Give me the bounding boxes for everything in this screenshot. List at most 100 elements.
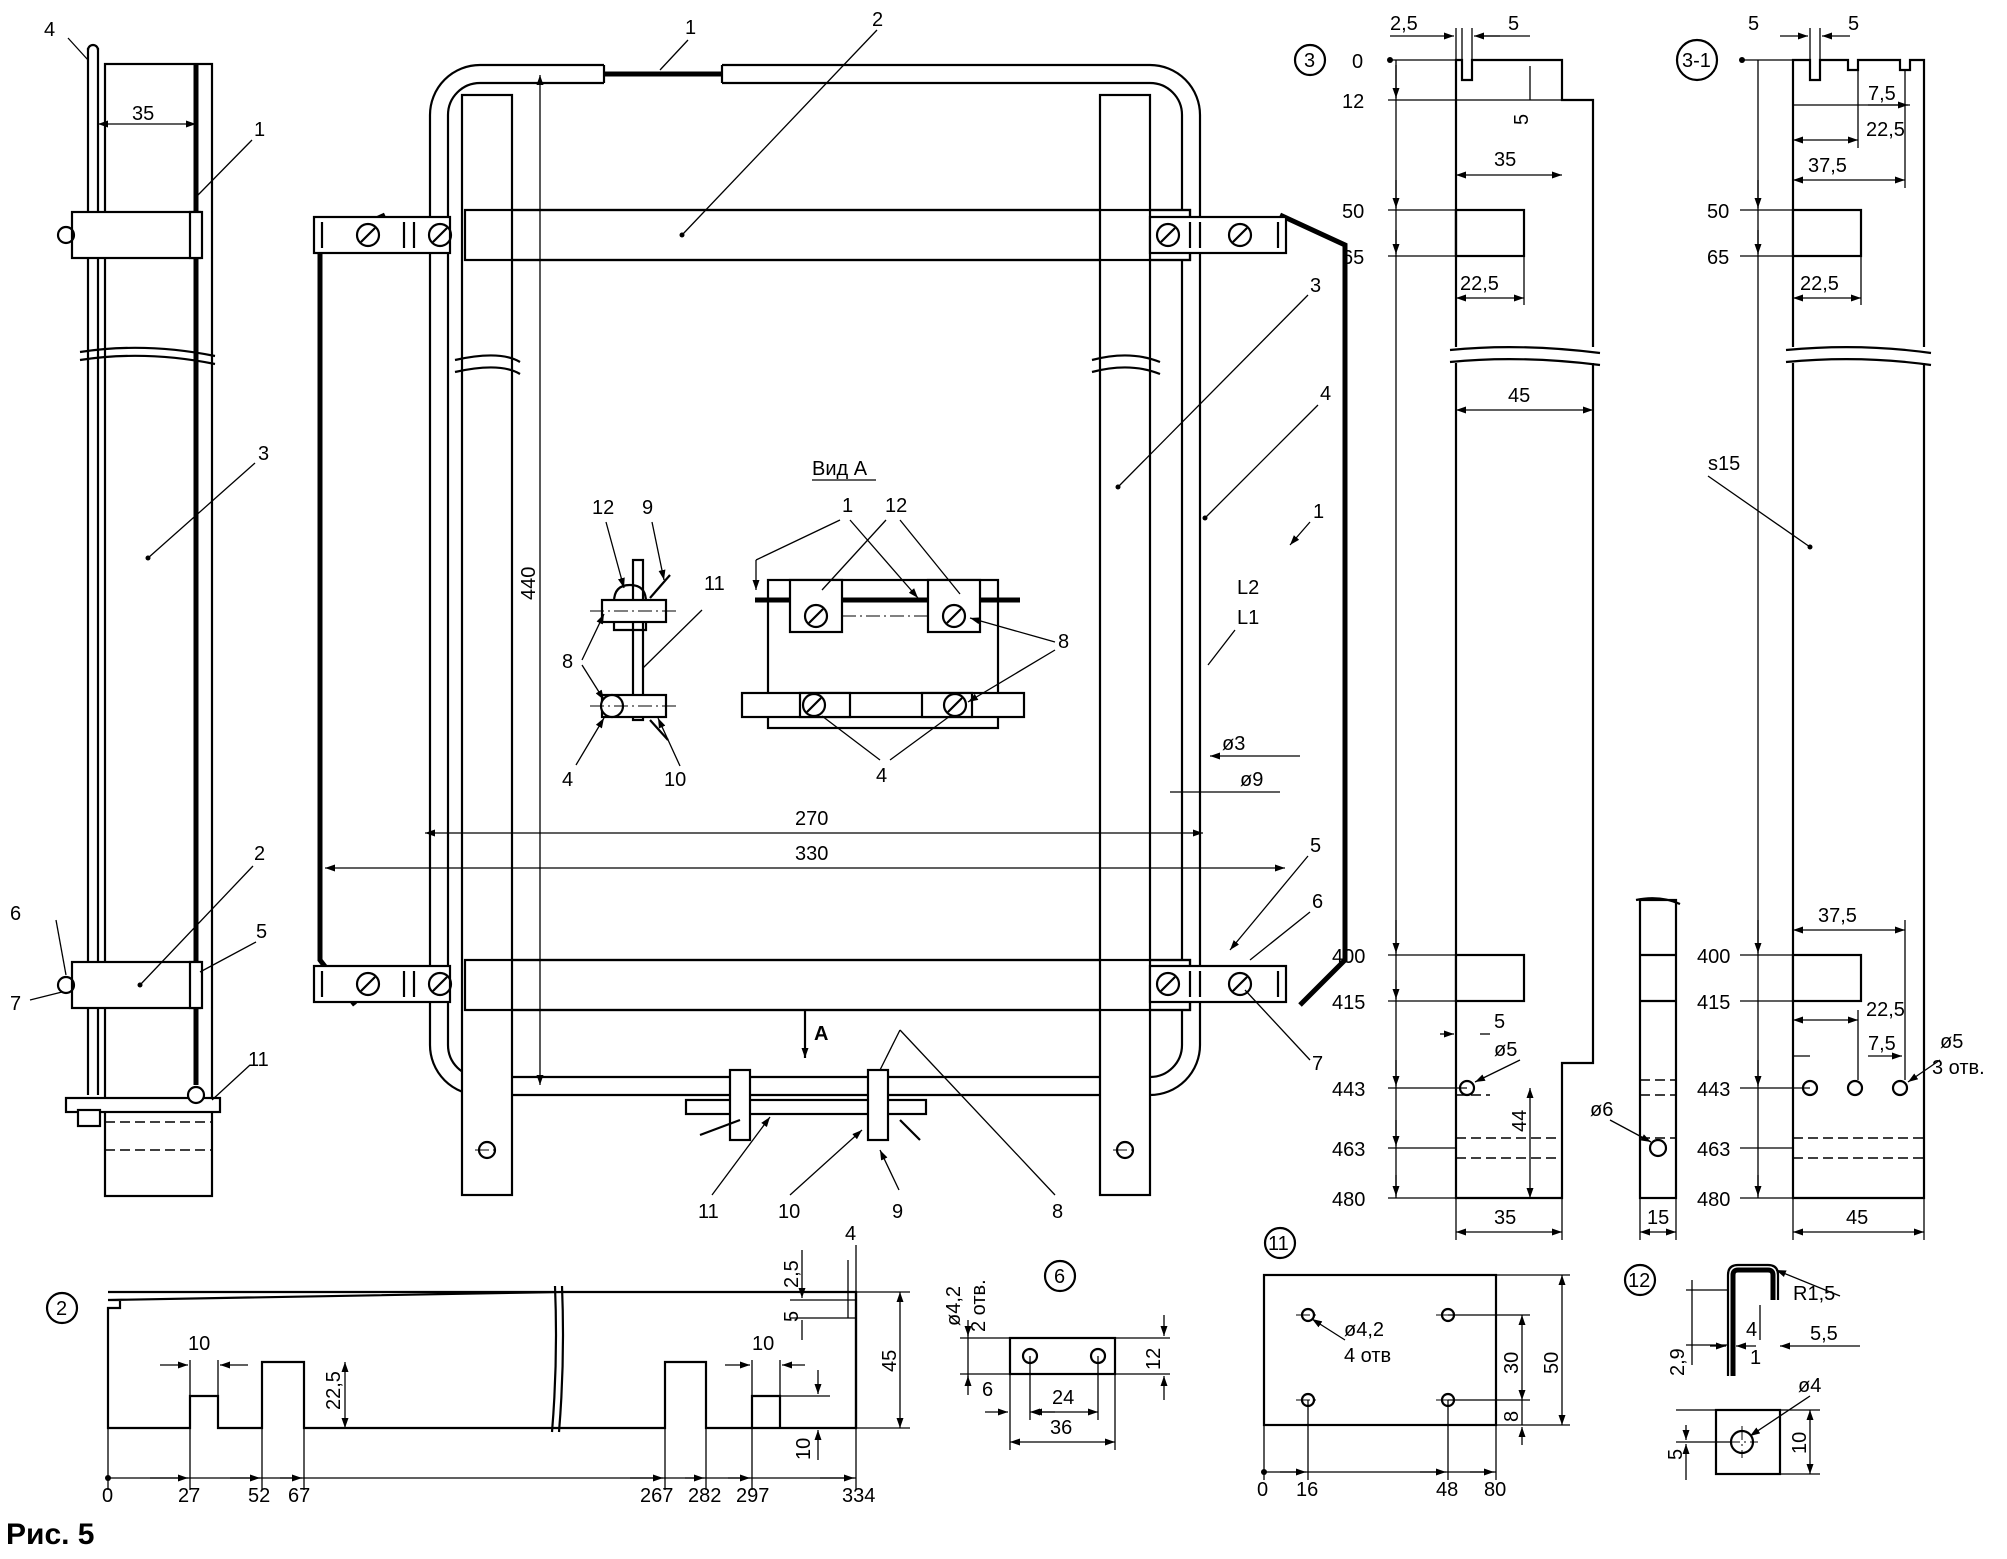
side-callout-6: 6 [10, 903, 21, 925]
clamp-top-right [1148, 215, 1288, 255]
part-11-marker: 11 [1268, 1233, 1289, 1255]
part-3-1-marker-circle [1675, 38, 1719, 82]
part-2-outline [106, 1290, 858, 1430]
side-leader-2-dot [137, 982, 143, 988]
viewa-callout-1: 1 [842, 495, 853, 517]
part-15-dim-15: 15 [1647, 1207, 1669, 1229]
part-3-level-480: 480 [1332, 1189, 1365, 1211]
part-11-x-48: 48 [1436, 1479, 1458, 1501]
main-callout-5: 5 [1310, 835, 1321, 857]
detail-callout-11: 11 [704, 573, 725, 595]
side-break-1 [79, 346, 216, 358]
part-3-1-level-415: 415 [1697, 992, 1730, 1014]
part-2-dim-10-h: 10 [793, 1438, 815, 1460]
part-11-dim-holes: ø4,2 [1344, 1319, 1384, 1341]
side-leader-11 [211, 1064, 251, 1101]
break-right [1091, 354, 1161, 376]
part-3-dim-5-slot: 5 [1511, 114, 1533, 125]
main-callout-4: 4 [1320, 383, 1331, 405]
main-callout-8: 8 [1052, 1201, 1063, 1223]
part-3-dim-2-5: 2,5 [1390, 13, 1418, 35]
part-2-x-267: 267 [640, 1485, 673, 1507]
dim-d9-label: ø9 [1240, 769, 1263, 791]
part-11-x-16: 16 [1296, 1479, 1318, 1501]
side-leader-3 [147, 462, 256, 559]
dim-d3-label: ø3 [1222, 733, 1245, 755]
part-15-hole [1648, 1138, 1668, 1158]
part-3-tab-top [1454, 208, 1526, 258]
side-callout-1: 1 [254, 119, 265, 141]
part-3-dim-35: 35 [1494, 149, 1516, 171]
part-2-dim-4: 4 [845, 1223, 856, 1245]
coil-label-l2: L2 [1237, 577, 1259, 599]
viewa-callout-8: 8 [1058, 631, 1069, 653]
arrow-a-label: А [814, 1023, 828, 1045]
part-6-dim-36: 36 [1050, 1417, 1072, 1439]
bar-2-top [463, 208, 1192, 262]
clamp-bottom-left [312, 964, 453, 1004]
part-3-1-level-400: 400 [1697, 946, 1730, 968]
part-3-1-dim-37-5: 37,5 [1808, 155, 1847, 177]
side-tube-cap [86, 43, 100, 51]
side-bar-bottom [70, 960, 202, 1010]
part-6-marker-circle [1043, 1259, 1077, 1293]
part-2-x-297: 297 [736, 1485, 769, 1507]
clamp-bottom-right [1148, 964, 1288, 1004]
side-callout-4: 4 [44, 19, 55, 41]
part-12-dim-1: 1 [1750, 1347, 1761, 1369]
dim-270-label: 270 [795, 808, 828, 830]
part-3-dim-hole-d5: ø5 [1494, 1039, 1517, 1061]
part-3-level-415: 415 [1332, 992, 1365, 1014]
part-11-dim-30: 30 [1501, 1352, 1523, 1374]
terminal-bolt-right [866, 1068, 890, 1142]
strip-3-left [460, 93, 514, 1197]
part-2-dim-45: 45 [879, 1350, 901, 1372]
side-callout-7: 7 [10, 993, 21, 1015]
side-callout-2: 2 [254, 843, 265, 865]
view-a-title: Вид А [812, 458, 868, 480]
side-leader-5 [199, 941, 257, 973]
viewa-callout-12: 12 [885, 495, 907, 517]
side-wire-end [186, 1085, 206, 1105]
coil-label-l1: L1 [1237, 607, 1259, 629]
part-3-1-dim-holes: ø5 [1940, 1031, 1963, 1053]
part-6-dim-12: 12 [1143, 1348, 1165, 1370]
break-left [454, 354, 521, 375]
part-2-drawing: 2 4 2,5 5 45 10 22,5 10 10 [45, 1223, 910, 1507]
side-leader-1 [197, 139, 253, 196]
part-2-marker-circle [45, 1291, 79, 1325]
part-6-dim-24: 24 [1052, 1387, 1074, 1409]
part-12-dim-hole: ø4 [1798, 1375, 1821, 1397]
part-15-drawing: ø6 15 [1590, 897, 1681, 1240]
part-15-dim-hole: ø6 [1590, 1099, 1613, 1121]
part-3-level-65: 65 [1342, 247, 1364, 269]
part-3-1-dim-45: 45 [1846, 1207, 1868, 1229]
main-callout-11: 11 [698, 1201, 719, 1223]
side-leader-4 [67, 37, 89, 61]
main-view: А 440 270 330 ø3 ø9 1 2 3 4 1 L2 L1 5 6 … [312, 9, 1348, 1223]
part-3-dim-22-5: 22,5 [1460, 273, 1499, 295]
part-6-dim-holes-count: 2 отв. [968, 1279, 990, 1332]
side-dim-35-label: 35 [132, 103, 154, 125]
detail-callout-9: 9 [642, 497, 653, 519]
main-callout-1-right: 1 [1313, 501, 1324, 523]
part-3-1-thickness: s15 [1708, 453, 1740, 475]
part-6-dim-holes: ø4,2 [943, 1286, 965, 1326]
part-12-dim-5-5: 5,5 [1810, 1323, 1838, 1345]
part-2-x-0: 0 [102, 1485, 113, 1507]
part-3-1-outline [1791, 58, 1926, 1200]
side-plate-11 [64, 1096, 222, 1114]
part-11-dim-8: 8 [1501, 1411, 1523, 1422]
part-12-dim-10: 10 [1789, 1432, 1811, 1454]
part-3-1-dim-7-5b: 7,5 [1868, 1033, 1896, 1055]
part-6-dim-6: 6 [982, 1379, 993, 1401]
part-2-x-67: 67 [288, 1485, 310, 1507]
part-3-dim-5-hole: 5 [1494, 1011, 1505, 1033]
part-3-marker-circle [1293, 43, 1327, 77]
part-11-marker-circle [1263, 1226, 1297, 1260]
part-3-1-level-480: 480 [1697, 1189, 1730, 1211]
strip-3-right [1098, 93, 1152, 1197]
part-3-1-level-443: 443 [1697, 1079, 1730, 1101]
part-11-x-80: 80 [1484, 1479, 1506, 1501]
